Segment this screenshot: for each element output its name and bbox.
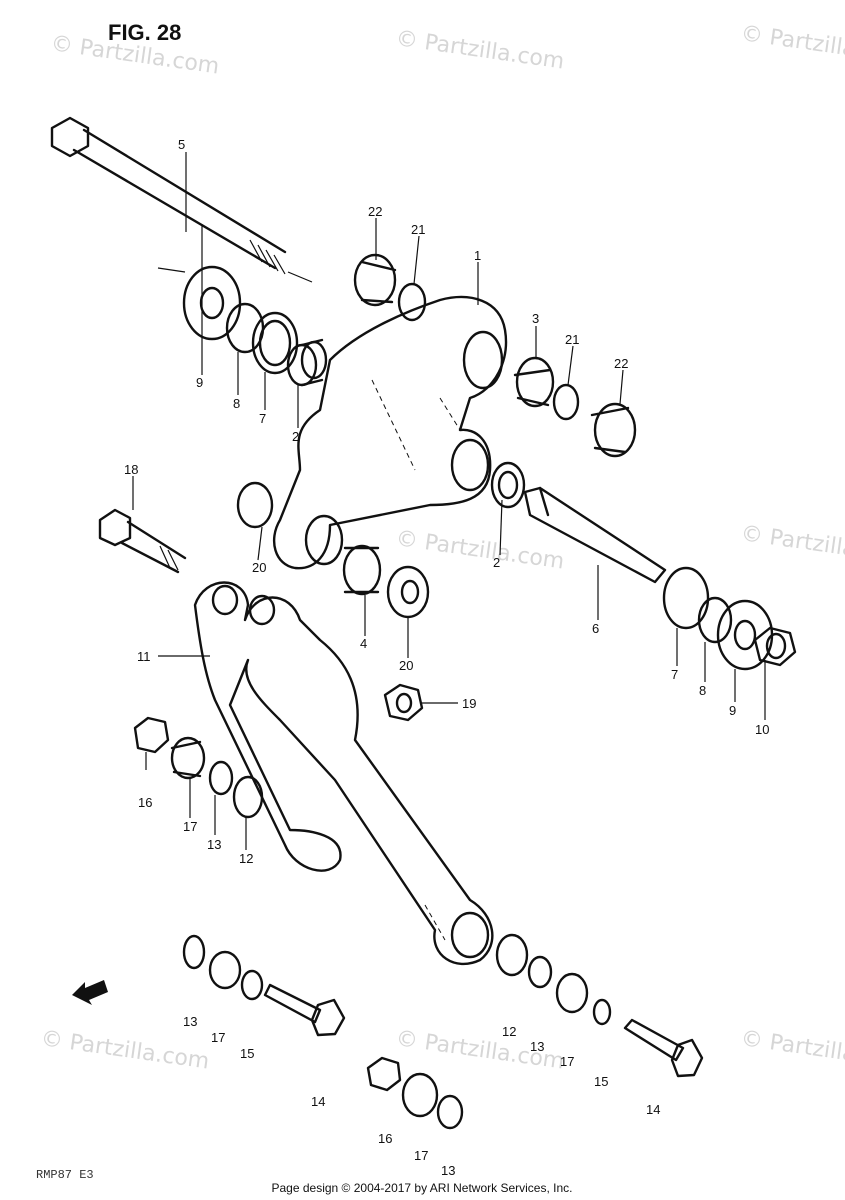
callout-label: 20 xyxy=(399,658,413,673)
watermark-text: © Partzilla.com xyxy=(739,1026,845,1074)
part-4-spacer[interactable] xyxy=(342,544,382,596)
callout-label: 2 xyxy=(292,429,299,444)
callout-label: 18 xyxy=(124,462,138,477)
part-12-bearing[interactable] xyxy=(495,933,529,977)
callout-label: 19 xyxy=(462,696,476,711)
part-7-seal[interactable] xyxy=(251,311,299,375)
footer-copyright: Page design © 2004-2017 by ARI Network S… xyxy=(271,1181,572,1195)
callout-label: 7 xyxy=(259,411,266,426)
part-20-washer[interactable] xyxy=(386,565,430,619)
callout-label: 9 xyxy=(196,375,203,390)
part-14-bolt[interactable] xyxy=(623,1018,704,1078)
callout-label: 9 xyxy=(729,703,736,718)
part-3-spacer[interactable] xyxy=(513,356,555,408)
callout-label: 13 xyxy=(183,1014,197,1029)
callout-label: 1 xyxy=(474,248,481,263)
part-8-spacer[interactable] xyxy=(697,596,733,644)
part-21-ring[interactable] xyxy=(397,282,427,322)
callout-label: 11 xyxy=(137,649,151,664)
callout-label: 13 xyxy=(530,1039,544,1054)
callout-label: 17 xyxy=(414,1148,428,1163)
callout-label: 21 xyxy=(411,222,425,237)
callout-label: 21 xyxy=(565,332,579,347)
part-10-nut[interactable] xyxy=(753,626,797,667)
part-13-ring[interactable] xyxy=(436,1094,464,1130)
callout-label: 10 xyxy=(755,722,769,737)
front-arrow-icon xyxy=(72,980,108,1005)
callout-label: 4 xyxy=(360,636,367,651)
callout-label: 7 xyxy=(671,667,678,682)
callout-label: 6 xyxy=(592,621,599,636)
callout-label: 8 xyxy=(699,683,706,698)
callout-label: 13 xyxy=(207,837,221,852)
callout-label: 5 xyxy=(178,137,185,152)
callout-label: 22 xyxy=(614,356,628,371)
callout-label: 20 xyxy=(252,560,266,575)
part-2-needle-bearing[interactable] xyxy=(490,461,526,509)
callout-label: 12 xyxy=(239,851,253,866)
part-22-collar[interactable] xyxy=(590,402,637,458)
part-20-washer[interactable] xyxy=(236,481,274,529)
callout-label: 17 xyxy=(183,819,197,834)
part-5-pivot-bolt[interactable] xyxy=(50,116,287,275)
part-13-ring[interactable] xyxy=(527,955,553,989)
part-13-ring[interactable] xyxy=(208,760,234,796)
watermark-text: © Partzilla.com xyxy=(39,1026,211,1074)
callout-label: 3 xyxy=(532,311,539,326)
part-12-bearing[interactable] xyxy=(232,775,264,819)
callout-label: 16 xyxy=(138,795,152,810)
part-17-collar[interactable] xyxy=(208,950,242,990)
callout-label: 8 xyxy=(233,396,240,411)
callout-label: 17 xyxy=(211,1030,225,1045)
callout-label: 17 xyxy=(560,1054,574,1069)
part-15-seal[interactable] xyxy=(240,969,264,1001)
part-16-nut[interactable] xyxy=(366,1056,402,1092)
callout-label: 22 xyxy=(368,204,382,219)
callout-label: 2 xyxy=(493,555,500,570)
watermark-text: © Partzilla.com xyxy=(394,526,566,574)
part-17-collar[interactable] xyxy=(170,736,206,780)
part-14-bolt[interactable] xyxy=(263,983,346,1037)
callout-label: 14 xyxy=(311,1094,325,1109)
watermark-text: © Partzilla.com xyxy=(739,521,845,569)
leader-lines xyxy=(132,152,766,850)
part-21-ring[interactable] xyxy=(552,383,580,421)
alignment-arrow xyxy=(157,267,313,283)
watermark-text: © Partzilla.com xyxy=(394,26,566,74)
part-9-washer[interactable] xyxy=(182,265,242,341)
part-18-bolt[interactable] xyxy=(98,508,187,574)
part-16-nut[interactable] xyxy=(133,716,170,754)
callout-label: 14 xyxy=(646,1102,660,1117)
part-22-collar[interactable] xyxy=(353,253,397,307)
part-11-cushion-rod[interactable] xyxy=(193,581,494,966)
callout-label: 16 xyxy=(378,1131,392,1146)
part-19-nut[interactable] xyxy=(383,683,424,722)
part-13-ring[interactable] xyxy=(182,934,206,970)
callout-labels: 5 22 21 1 9 8 7 2 3 21 22 18 20 2 6 4 20… xyxy=(124,137,769,1178)
part-2-needle-bearing[interactable] xyxy=(286,338,328,387)
callout-label: 12 xyxy=(502,1024,516,1039)
part-17-collar[interactable] xyxy=(555,972,589,1014)
part-7-seal[interactable] xyxy=(662,566,710,630)
part-15-seal[interactable] xyxy=(592,998,612,1026)
part-6-shaft[interactable] xyxy=(523,486,667,584)
watermark-text: © Partzilla.com xyxy=(739,21,845,69)
callout-label: 13 xyxy=(441,1163,455,1178)
callout-label: 15 xyxy=(594,1074,608,1089)
callout-label: 15 xyxy=(240,1046,254,1061)
part-1-cushion-lever[interactable] xyxy=(272,295,508,570)
figure-title: FIG. 28 xyxy=(108,20,181,45)
model-code: RMP87 E3 xyxy=(36,1168,94,1182)
watermarks: © Partzilla.com © Partzilla.com © Partzi… xyxy=(39,21,845,1074)
part-17-collar[interactable] xyxy=(401,1072,439,1118)
